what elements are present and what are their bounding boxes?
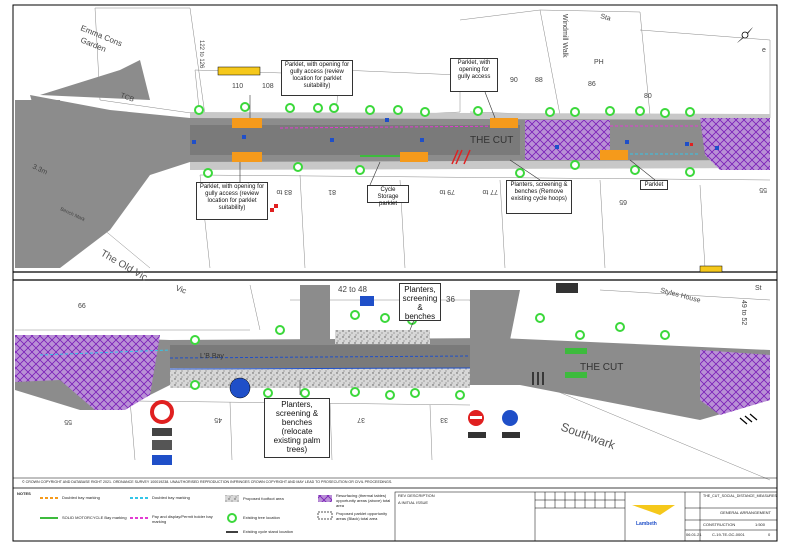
label-80: 80 — [644, 93, 652, 100]
trees-bottom — [190, 310, 670, 400]
revision-number: 0 — [768, 532, 771, 537]
parklet-1 — [232, 118, 262, 128]
resurfacing-area-3 — [15, 335, 160, 410]
label-65: 65 — [619, 198, 627, 205]
label-81: 81 — [328, 188, 336, 195]
label-108: 108 — [262, 83, 274, 90]
label-77-to: 77 to — [482, 188, 498, 195]
legend-item-permit-bay: Pay and display/Permit holder bay markin… — [152, 514, 213, 524]
motorcycle-bay-bottom-2 — [565, 372, 587, 378]
bottom-panel: 66 42 to 48 36 L'B Bay THE CUT Southwark… — [15, 283, 771, 481]
label-45: 45 — [214, 416, 222, 423]
parklet-3 — [490, 118, 518, 128]
parklet-5 — [600, 150, 628, 160]
north-arrow-icon — [737, 27, 753, 43]
parklet-2 — [232, 152, 262, 162]
date: 06.01.21 — [686, 532, 702, 537]
label-55-top: 55 — [759, 186, 767, 193]
label-tcb: TCB — [119, 92, 135, 103]
label-ph: PH — [594, 59, 604, 66]
project-name: THE_CUT_SOCIAL_DISTANCE_MEASURES — [703, 494, 777, 498]
label-49-52: 49 to 52 — [740, 300, 747, 325]
trees-top — [194, 102, 695, 178]
blue-circle-marker — [229, 377, 251, 399]
callout-planters-3: Planters, screening & benches (relocate … — [264, 398, 330, 458]
resurfacing-area-2 — [700, 118, 770, 170]
label-79-to: 79 to — [439, 188, 455, 195]
label-86: 86 — [588, 81, 596, 88]
label-37: 37 — [357, 416, 365, 423]
legend-item-resurfacing: Resurfacing (thermal tables) opportunity… — [336, 493, 391, 508]
callout-parklet-gully-1: Parklet, with opening for gully access (… — [281, 60, 353, 96]
scale: 1:500 — [755, 522, 766, 527]
direction-sign-icon — [502, 410, 518, 426]
callout-parklet-gully-3: Parklet, with opening for gully access (… — [196, 182, 268, 220]
revision-a: A INITIAL ISSUE — [398, 500, 429, 505]
legend-item-motorcycle-bay: SOLID MOTORCYCLE Bay marking — [62, 515, 127, 520]
notes-title: NOTES — [17, 491, 31, 496]
label-sta: Sta — [599, 13, 611, 23]
label-styles-house: Styles House — [659, 287, 701, 304]
parklet-4 — [400, 152, 428, 162]
permit-bay-line — [279, 125, 521, 129]
top-panel: Emma Cons Garden TCB 122 to 126 110 108 … — [15, 7, 771, 284]
label-33: 33 — [440, 416, 448, 423]
callout-planters-2: Planters, screening & benches — [399, 283, 441, 321]
road-junction — [40, 60, 150, 100]
callout-parklet: Parklet — [640, 180, 668, 190]
label-the-cut-bottom: THE CUT — [580, 362, 623, 373]
label-st: St — [755, 285, 762, 292]
label-lb-bay: L'B Bay — [200, 353, 224, 360]
callout-parklet-gully-2: Parklet, with opening for gully access — [450, 58, 498, 92]
markers-top — [192, 118, 719, 150]
legend-item-cycle-stand: Existing cycle stand location — [243, 529, 294, 534]
cycle-stands-top — [451, 149, 471, 165]
status: CONSTRUCTION — [703, 522, 736, 527]
label-old-vic: The Old Vic — [99, 248, 150, 284]
motorcycle-bay-bottom-1 — [565, 348, 587, 354]
resurfacing-area-4 — [700, 350, 770, 415]
label-southwark: Southwark — [559, 420, 618, 453]
label-66: 66 — [78, 303, 86, 310]
label-90: 90 — [510, 77, 518, 84]
legend-item-orange-bay: Doubled bay marking — [62, 495, 100, 500]
lambeth-logo — [632, 505, 675, 515]
title-block-grid — [394, 491, 778, 542]
label-the-cut-top: THE CUT — [470, 135, 513, 146]
copyright-text: © CROWN COPYRIGHT AND DATABASE RIGHT 202… — [22, 480, 393, 484]
proposed-footway-gravel-2 — [170, 368, 470, 388]
legend-item-tree: Existing tree location — [243, 515, 280, 520]
proposed-footway-gravel-1 — [335, 330, 430, 344]
label-36: 36 — [446, 295, 455, 304]
label-88: 88 — [535, 77, 543, 84]
label-42-48: 42 to 48 — [338, 285, 367, 294]
label-windmill-walk: Windmill Walk — [561, 14, 568, 58]
drawing-number: C-19-TE-GC-0001 — [712, 532, 745, 537]
no-entry-sign-icon — [150, 400, 174, 424]
resurfacing-area-1 — [525, 120, 610, 160]
label-83-to: 83 to — [276, 188, 292, 195]
cycle-stands-bottom — [532, 372, 758, 425]
label-e: e — [762, 47, 766, 54]
label-122-126: 122 to 126 — [198, 40, 204, 69]
legend-item-parklet-areas: Proposed parklet opportunity areas (Blac… — [336, 511, 388, 521]
label-vic: Vic — [174, 283, 187, 295]
label-110: 110 — [232, 83, 243, 90]
bus-stop-marker — [217, 66, 261, 76]
legend-item-cyan-bay: Doubled bay marking — [152, 495, 190, 500]
revisions-header: REV DESCRIPTION — [398, 493, 435, 498]
drawing-title: GENERAL ARRANGEMENT — [720, 510, 771, 515]
legend-item-proposed-footway: Proposed footfoot area — [243, 496, 284, 501]
company-name: Lambeth — [636, 521, 657, 527]
label-55-bottom: 55 — [64, 418, 72, 425]
carriageway-top — [190, 125, 520, 155]
legend-swatches — [40, 495, 333, 533]
callout-planters-1: Planters, screening & benches (Remove ex… — [506, 180, 572, 214]
callout-cycle-storage: Cycle Storage parklet — [367, 185, 409, 207]
